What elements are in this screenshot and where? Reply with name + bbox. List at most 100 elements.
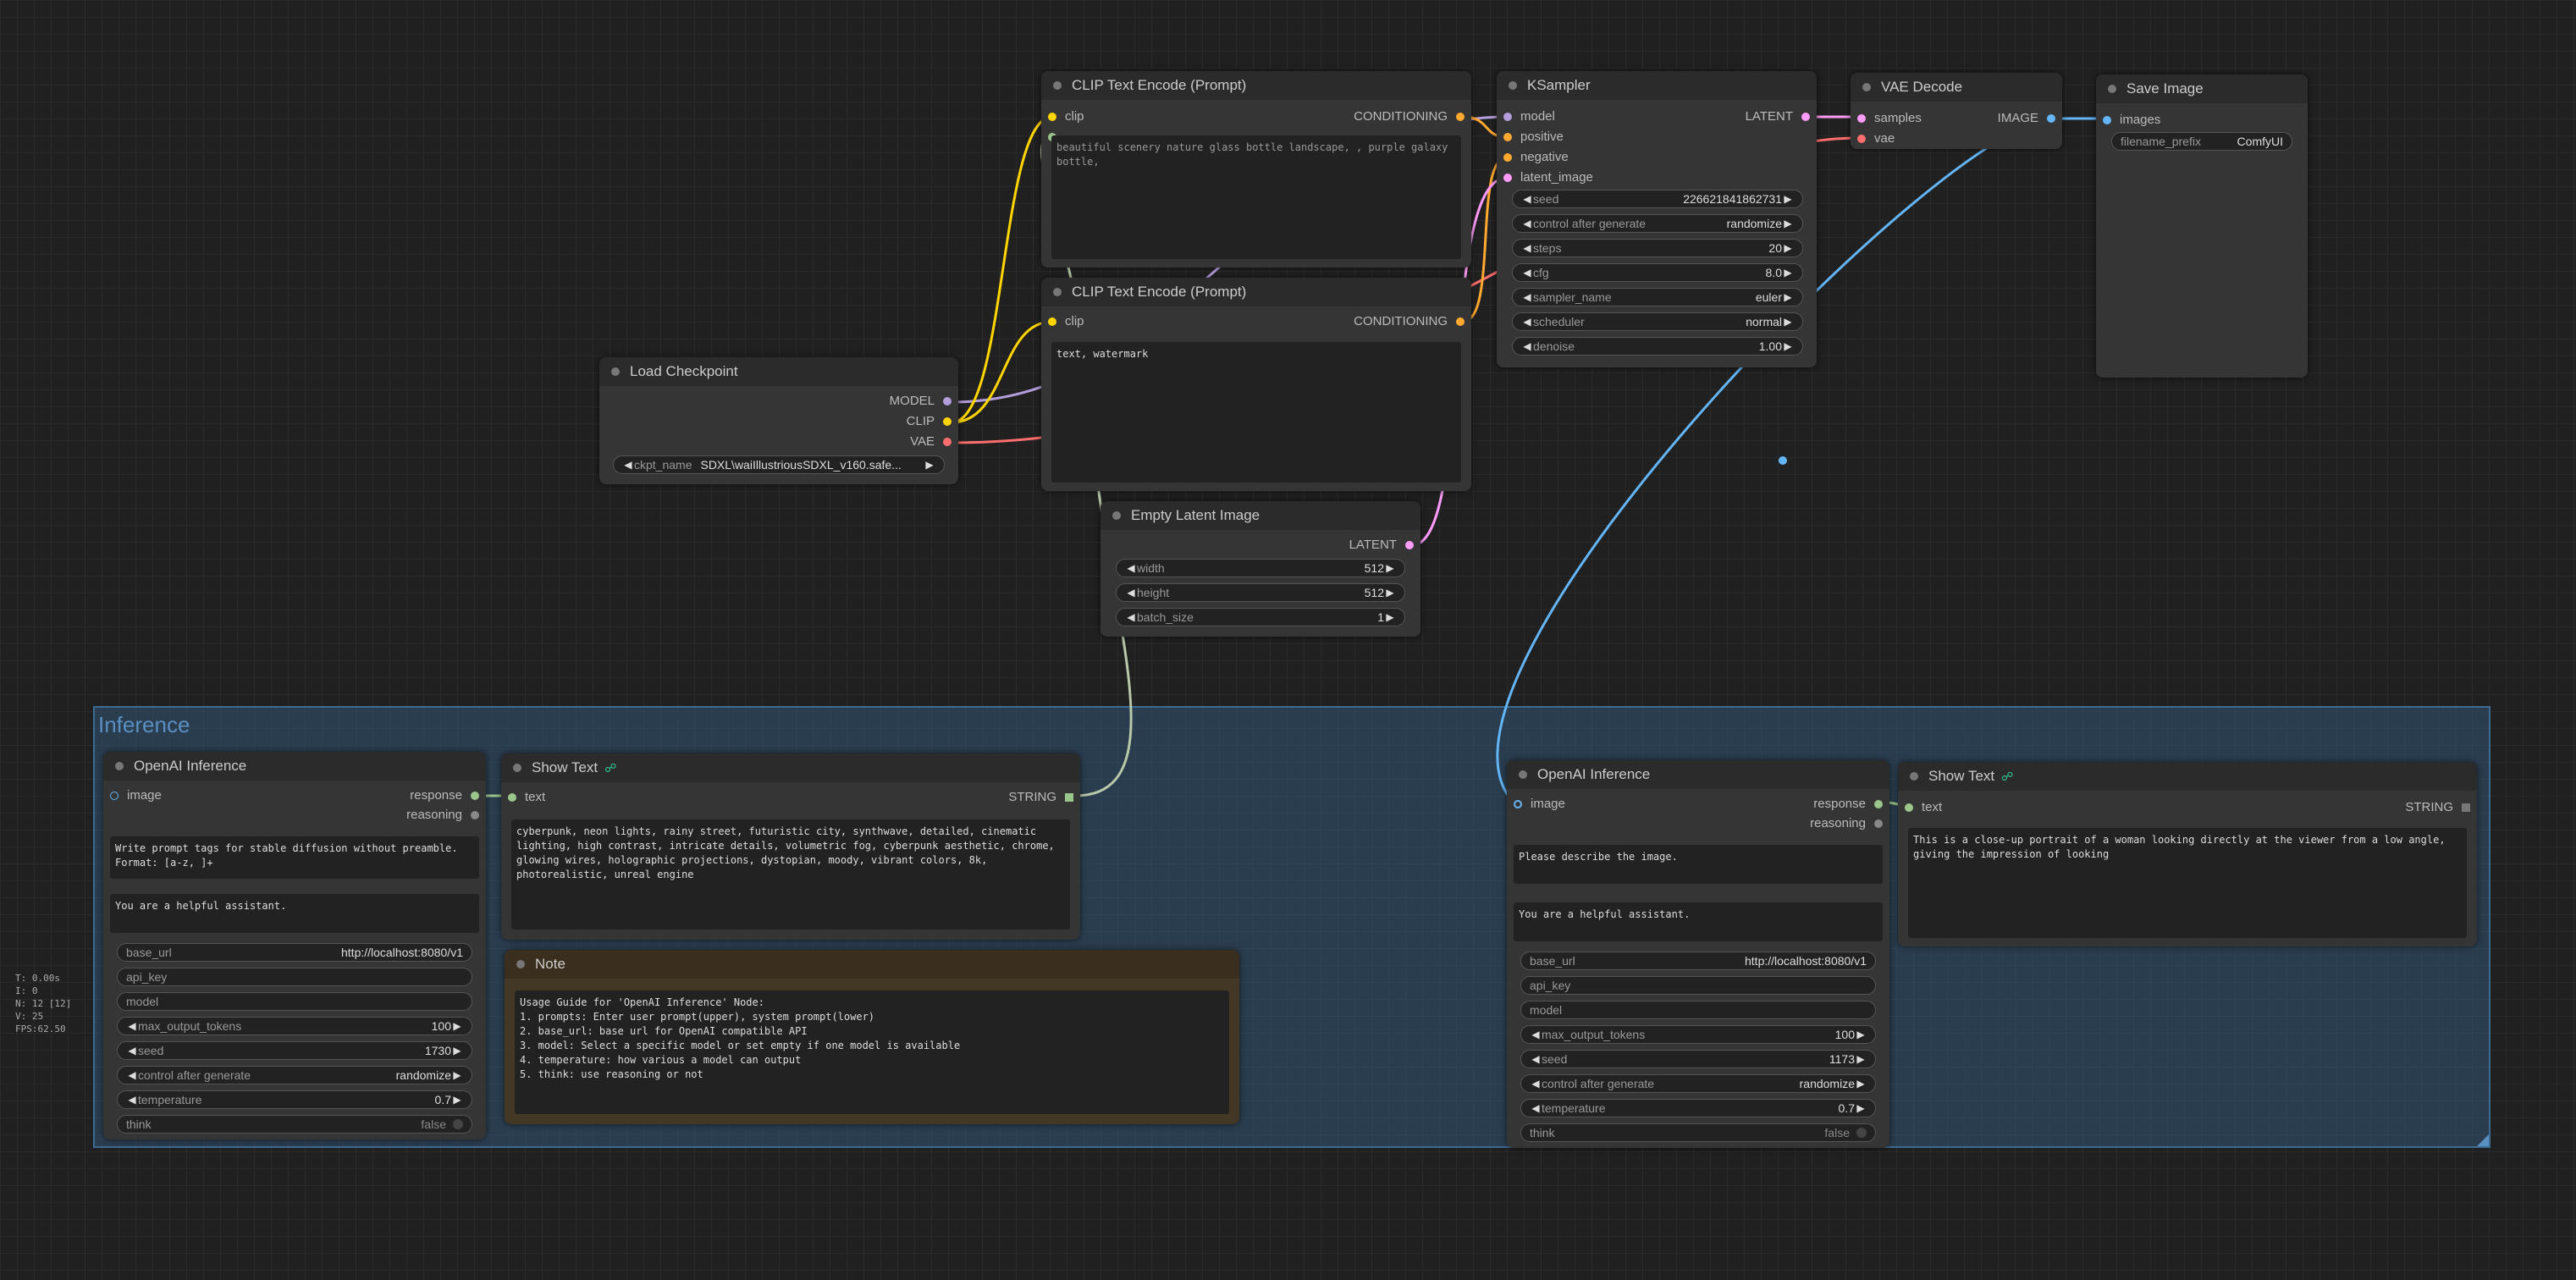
arrow-right-icon[interactable]: ▶ — [1386, 562, 1394, 574]
api-key-field[interactable]: api_key — [1520, 976, 1876, 995]
collapse-dot-icon[interactable] — [516, 960, 525, 968]
input-samples[interactable]: samples — [1857, 110, 1922, 127]
collapse-dot-icon[interactable] — [1519, 770, 1527, 779]
output-latent[interactable]: LATENT — [1349, 537, 1414, 554]
input-images[interactable]: images — [2103, 112, 2160, 129]
arrow-left-icon[interactable]: ◀ — [1523, 316, 1531, 328]
output-textarea[interactable]: cyberpunk, neon lights, rainy street, fu… — [511, 819, 1070, 930]
node-title[interactable]: CLIP Text Encode (Prompt) — [1041, 71, 1471, 100]
input-vae[interactable]: vae — [1857, 130, 1895, 147]
output-conditioning[interactable]: CONDITIONING — [1354, 108, 1465, 125]
collapse-dot-icon[interactable] — [1862, 83, 1871, 91]
openai-inference-node-2[interactable]: OpenAI Inference image response reasonin… — [1507, 760, 1889, 1148]
arrow-right-icon[interactable]: ▶ — [1784, 316, 1792, 328]
arrow-left-icon[interactable]: ◀ — [128, 1045, 136, 1057]
input-positive[interactable]: positive — [1503, 129, 1564, 146]
show-text-node-2[interactable]: Show Text☍ text STRING This is a close-u… — [1898, 762, 2477, 946]
arrow-right-icon[interactable]: ▶ — [1784, 267, 1792, 279]
node-title[interactable]: VAE Decode — [1851, 73, 2062, 102]
arrow-left-icon[interactable]: ◀ — [1531, 1078, 1540, 1090]
input-negative[interactable]: negative — [1503, 149, 1569, 166]
arrow-right-icon[interactable]: ▶ — [453, 1020, 461, 1032]
system-prompt-textarea[interactable]: You are a helpful assistant. — [1514, 902, 1883, 941]
system-prompt-textarea[interactable]: You are a helpful assistant. — [110, 894, 479, 933]
node-title[interactable]: Empty Latent Image — [1100, 501, 1420, 530]
user-prompt-textarea[interactable]: Write prompt tags for stable diffusion w… — [110, 836, 479, 879]
input-image[interactable]: image — [110, 787, 162, 804]
output-string[interactable]: STRING — [1008, 789, 1073, 806]
node-title[interactable]: Show Text☍ — [1898, 762, 2477, 791]
note-textarea[interactable]: Usage Guide for 'OpenAI Inference' Node:… — [515, 990, 1229, 1114]
ksampler-node[interactable]: KSampler model positive negative latent_… — [1497, 71, 1817, 367]
model-field[interactable]: model — [1520, 1001, 1876, 1019]
arrow-right-icon[interactable]: ▶ — [1784, 218, 1792, 229]
arrow-right-icon[interactable]: ▶ — [1784, 193, 1792, 205]
collapse-dot-icon[interactable] — [1910, 772, 1918, 781]
output-image[interactable]: IMAGE — [1998, 110, 2055, 127]
input-text[interactable]: text — [1905, 799, 1942, 816]
collapse-dot-icon[interactable] — [1509, 81, 1517, 90]
output-reasoning[interactable]: reasoning — [1810, 815, 1883, 832]
arrow-right-icon[interactable]: ▶ — [1386, 611, 1394, 623]
arrow-left-icon[interactable]: ◀ — [1531, 1053, 1540, 1065]
arrow-left-icon[interactable]: ◀ — [1127, 562, 1135, 574]
node-title[interactable]: KSampler — [1497, 71, 1817, 100]
collapse-dot-icon[interactable] — [1053, 81, 1062, 90]
arrow-right-icon[interactable]: ▶ — [1856, 1102, 1865, 1114]
output-response[interactable]: response — [1813, 796, 1883, 813]
input-latent-image[interactable]: latent_image — [1503, 169, 1593, 186]
arrow-right-icon[interactable]: ▶ — [1784, 340, 1792, 352]
input-text[interactable]: text — [508, 789, 545, 806]
arrow-left-icon[interactable]: ◀ — [1523, 242, 1531, 254]
arrow-right-icon[interactable]: ▶ — [1856, 1053, 1865, 1065]
output-conditioning[interactable]: CONDITIONING — [1354, 313, 1465, 330]
output-textarea[interactable]: This is a close-up portrait of a woman l… — [1908, 828, 2467, 938]
api-key-field[interactable]: api_key — [117, 968, 472, 986]
node-title[interactable]: Note — [505, 950, 1239, 979]
arrow-right-icon[interactable]: ▶ — [1856, 1078, 1865, 1090]
clip-text-encode-positive-node[interactable]: CLIP Text Encode (Prompt) clip CONDITION… — [1041, 71, 1471, 268]
output-clip[interactable]: CLIP — [907, 413, 952, 430]
output-string[interactable]: STRING — [2405, 799, 2470, 816]
prompt-textarea[interactable]: beautiful scenery nature glass bottle la… — [1051, 135, 1461, 259]
arrow-left-icon[interactable]: ◀ — [1127, 587, 1135, 599]
input-clip[interactable]: clip — [1048, 108, 1084, 125]
arrow-left-icon[interactable]: ◀ — [128, 1069, 136, 1081]
collapse-dot-icon[interactable] — [2108, 85, 2116, 93]
node-title[interactable]: Load Checkpoint — [599, 357, 958, 386]
arrow-left-icon[interactable]: ◀ — [128, 1094, 136, 1106]
arrow-left-icon[interactable]: ◀ — [624, 459, 632, 471]
arrow-right-icon[interactable]: ▶ — [1784, 291, 1792, 303]
note-node[interactable]: Note Usage Guide for 'OpenAI Inference' … — [505, 950, 1239, 1124]
collapse-dot-icon[interactable] — [611, 367, 620, 376]
arrow-right-icon[interactable]: ▶ — [453, 1045, 461, 1057]
load-checkpoint-node[interactable]: Load Checkpoint MODEL CLIP VAE ◀ ckpt_na… — [599, 357, 958, 484]
node-title[interactable]: OpenAI Inference — [103, 752, 486, 781]
arrow-right-icon[interactable]: ▶ — [453, 1094, 461, 1106]
output-latent[interactable]: LATENT — [1746, 108, 1810, 125]
openai-inference-node-1[interactable]: OpenAI Inference image response reasonin… — [103, 752, 486, 1139]
collapse-dot-icon[interactable] — [1112, 511, 1121, 520]
ckpt-name-combo[interactable]: ◀ ckpt_name SDXL\waiIllustriousSDXL_v160… — [613, 455, 945, 474]
prompt-textarea[interactable]: text, watermark — [1051, 342, 1461, 483]
arrow-left-icon[interactable]: ◀ — [128, 1020, 136, 1032]
input-clip[interactable]: clip — [1048, 313, 1084, 330]
collapse-dot-icon[interactable] — [115, 762, 124, 770]
arrow-right-icon[interactable]: ▶ — [1856, 1029, 1865, 1040]
